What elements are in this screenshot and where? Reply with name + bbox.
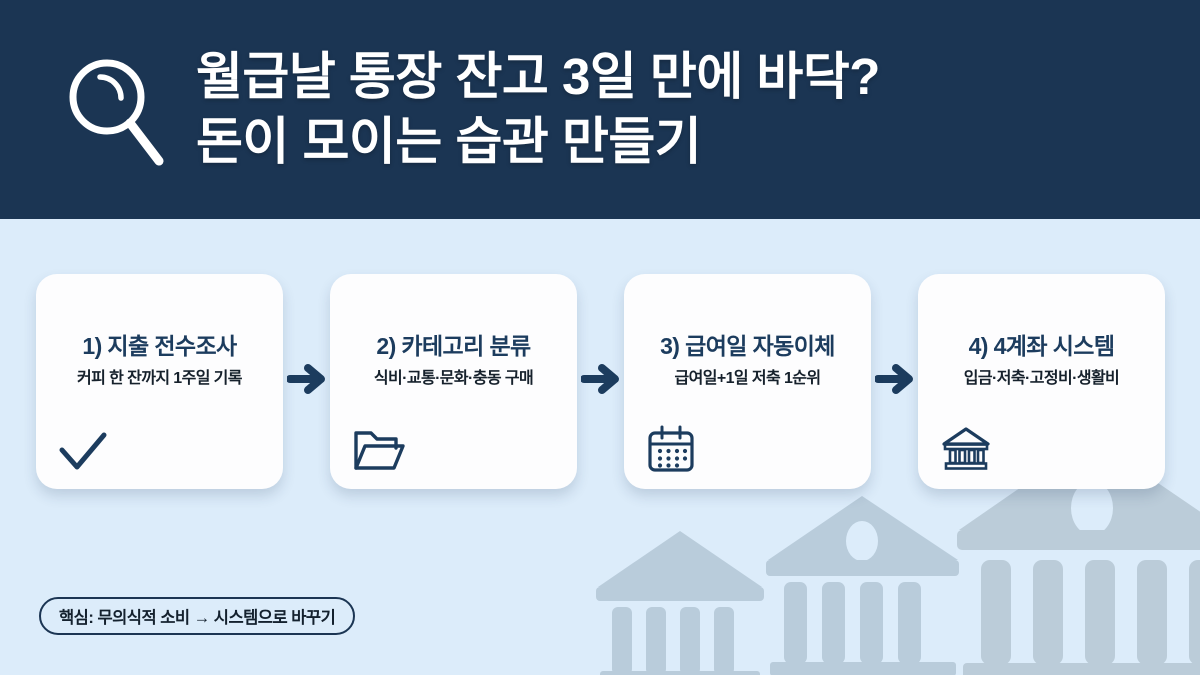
step-card-3[interactable]: 3) 급여일 자동이체 급여일+1일 저축 1순위 — [624, 274, 871, 489]
step-card-1-title: 1) 지출 전수조사 — [82, 333, 237, 359]
step-card-4-subtitle: 입금·저축·고정비·생활비 — [963, 369, 1120, 387]
bank-silhouette-large-icon — [957, 438, 1200, 675]
step-card-4-title: 4) 4계좌 시스템 — [968, 333, 1115, 359]
step-card-2[interactable]: 2) 카테고리 분류 식비·교통·문화·충동 구매 — [330, 274, 577, 489]
flow-arrow-3 — [871, 362, 918, 396]
magnifier-icon — [62, 48, 166, 176]
step-card-2-text: 2) 카테고리 분류 식비·교통·문화·충동 구매 — [344, 333, 563, 389]
step-card-3-title: 3) 급여일 자동이체 — [660, 333, 835, 359]
header-banner: 월급날 통장 잔고 3일 만에 바닥? 돈이 모이는 습관 만들기 — [0, 0, 1200, 219]
bank-icon — [940, 425, 1151, 473]
flow-arrow-2 — [577, 362, 624, 396]
page-title-line-1: 월급날 통장 잔고 3일 만에 바닥? — [196, 47, 880, 105]
step-card-4[interactable]: 4) 4계좌 시스템 입금·저축·고정비·생활비 — [918, 274, 1165, 489]
step-card-2-subtitle: 식비·교통·문화·충동 구매 — [373, 369, 534, 387]
key-point-badge: 핵심: 무의식적 소비 → 시스템으로 바꾸기 — [39, 597, 356, 635]
key-point-text: 핵심: 무의식적 소비 → 시스템으로 바꾸기 — [59, 609, 336, 627]
folder-icon — [352, 425, 563, 473]
page-title-line-2: 돈이 모이는 습관 만들기 — [196, 112, 702, 170]
step-card-1[interactable]: 1) 지출 전수조사 커피 한 잔까지 1주일 기록 — [36, 274, 283, 489]
calendar-icon — [646, 425, 857, 473]
step-card-1-text: 1) 지출 전수조사 커피 한 잔까지 1주일 기록 — [50, 333, 269, 389]
step-card-1-subtitle: 커피 한 잔까지 1주일 기록 — [77, 369, 242, 387]
flow-arrow-1 — [283, 362, 330, 396]
check-icon — [58, 425, 269, 473]
step-card-4-text: 4) 4계좌 시스템 입금·저축·고정비·생활비 — [932, 333, 1151, 389]
process-flow: 1) 지출 전수조사 커피 한 잔까지 1주일 기록 2) 카테고리 분류 식비… — [36, 274, 1165, 489]
step-card-3-text: 3) 급여일 자동이체 급여일+1일 저축 1순위 — [638, 333, 857, 389]
page-title: 월급날 통장 잔고 3일 만에 바닥? 돈이 모이는 습관 만들기 — [196, 45, 880, 175]
step-card-3-subtitle: 급여일+1일 저축 1순위 — [674, 369, 822, 387]
step-card-2-title: 2) 카테고리 분류 — [376, 333, 531, 359]
bank-silhouette-medium-icon — [766, 496, 959, 675]
bank-silhouette-small-icon — [596, 531, 764, 675]
